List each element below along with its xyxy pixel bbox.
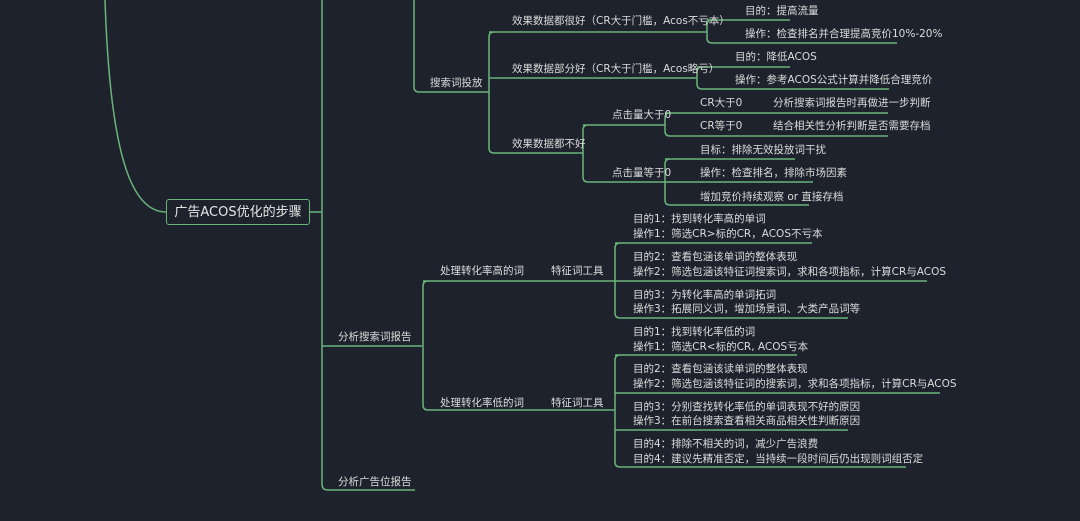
node-good-action[interactable]: 操作：检查排名并合理提高竞价10%-20% xyxy=(745,28,943,40)
node-high-item-3a[interactable]: 目的3：为转化率高的单词拓词 xyxy=(633,289,777,301)
node-high-item-2a[interactable]: 目的2：查看包涵该单词的整体表现 xyxy=(633,251,798,263)
node-low-item-2a[interactable]: 目的2：查看包涵该读单词的整体表现 xyxy=(633,363,808,375)
node-low-item-4a[interactable]: 目的4：排除不相关的词，减少广告浪费 xyxy=(633,438,819,450)
node-cr-eq0-action[interactable]: 结合相关性分析判断是否需要存档 xyxy=(773,120,931,132)
node-cr-gt0-action[interactable]: 分析搜索词报告时再做进一步判断 xyxy=(773,97,931,109)
root-node[interactable]: 广告ACOS优化的步骤 xyxy=(166,199,310,225)
node-cr-gt0[interactable]: CR大于0 xyxy=(700,97,743,109)
node-low-item-4b[interactable]: 目的4：建议先精准否定，当持续一段时间后仍出现则词组否定 xyxy=(633,453,924,465)
node-search-term-targeting[interactable]: 搜索词投放 xyxy=(430,77,483,89)
node-bad-results[interactable]: 效果数据都不好 xyxy=(512,138,586,150)
node-clicks-gt0[interactable]: 点击量大于0 xyxy=(612,109,672,121)
node-clicks-eq0-item[interactable]: 增加竞价持续观察 or 直接存档 xyxy=(700,191,844,203)
node-low-item-2b[interactable]: 操作2：筛选包涵该特征词的搜索词，求和各项指标，计算CR与ACOS xyxy=(633,378,957,390)
node-low-tool[interactable]: 特征词工具 xyxy=(551,397,604,409)
node-partial-goal[interactable]: 目的：降低ACOS xyxy=(735,51,817,63)
node-high-item-3b[interactable]: 操作3：拓展同义词，增加场景词、大类产品词等 xyxy=(633,303,861,315)
node-high-tool[interactable]: 特征词工具 xyxy=(551,265,604,277)
node-search-term-report[interactable]: 分析搜索词报告 xyxy=(338,331,412,343)
node-clicks-eq0-item[interactable]: 目标：排除无效投放词干扰 xyxy=(700,144,826,156)
node-low-item-1a[interactable]: 目的1：找到转化率低的词 xyxy=(633,326,756,338)
node-clicks-eq0-item[interactable]: 操作：检查排名，排除市场因素 xyxy=(700,167,847,179)
node-good-goal[interactable]: 目的：提高流量 xyxy=(745,5,819,17)
node-low-item-1b[interactable]: 操作1：筛选CR<标的CR, ACOS亏本 xyxy=(633,341,809,353)
node-partial-results[interactable]: 效果数据部分好（CR大于门槛，Acos略亏） xyxy=(512,63,720,75)
node-clicks-eq0[interactable]: 点击量等于0 xyxy=(612,167,672,179)
node-partial-action[interactable]: 操作：参考ACOS公式计算并降低合理竞价 xyxy=(735,74,933,86)
node-placement-report[interactable]: 分析广告位报告 xyxy=(338,476,412,488)
node-good-results[interactable]: 效果数据都很好（CR大于门槛，Acos不亏本） xyxy=(512,15,730,27)
node-high-item-1b[interactable]: 操作1：筛选CR>标的CR，ACOS不亏本 xyxy=(633,228,823,240)
node-low-item-3a[interactable]: 目的3：分别查找转化率低的单词表现不好的原因 xyxy=(633,401,861,413)
node-high-cr[interactable]: 处理转化率高的词 xyxy=(440,265,524,277)
node-cr-eq0[interactable]: CR等于0 xyxy=(700,120,743,132)
node-high-item-1a[interactable]: 目的1：找到转化率高的单词 xyxy=(633,213,766,225)
node-low-cr[interactable]: 处理转化率低的词 xyxy=(440,397,524,409)
node-high-item-2b[interactable]: 操作2：筛选包涵该特征词搜索词，求和各项指标，计算CR与ACOS xyxy=(633,266,947,278)
node-low-item-3b[interactable]: 操作3：在前台搜索查看相关商品相关性判断原因 xyxy=(633,415,861,427)
